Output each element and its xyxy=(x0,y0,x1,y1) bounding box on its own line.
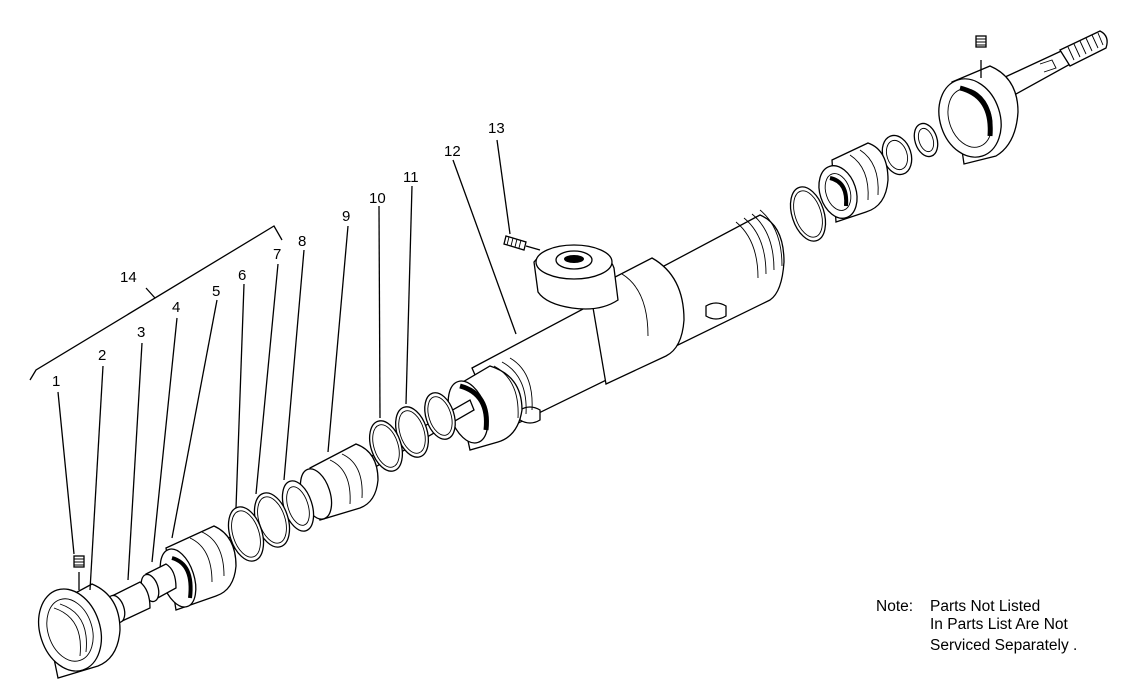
note-prefix: Note: xyxy=(876,598,913,615)
callout-6: 6 xyxy=(238,267,246,284)
leader-lines xyxy=(29,139,517,591)
rack-seals xyxy=(227,392,456,562)
callout-5: 5 xyxy=(212,283,220,300)
callout-14: 14 xyxy=(120,269,137,286)
callout-8: 8 xyxy=(298,233,306,250)
left-end-cap xyxy=(38,555,121,679)
note-line-1: Parts Not Listed xyxy=(930,598,1040,615)
note-line-3: Serviced Separately . xyxy=(930,637,1077,654)
callout-11: 11 xyxy=(403,169,419,186)
pinion-screw xyxy=(503,235,541,251)
callout-3: 3 xyxy=(137,324,145,341)
note: Note: Parts Not Listed In Parts List Are… xyxy=(876,598,1077,654)
callout-9: 9 xyxy=(342,208,350,225)
note-line-2: In Parts List Are Not xyxy=(930,616,1069,633)
callout-10: 10 xyxy=(369,190,386,207)
callout-labels: 1 2 3 4 5 6 7 8 9 10 11 12 13 14 xyxy=(52,120,505,390)
output-shaft xyxy=(1001,30,1108,95)
right-end-cap xyxy=(938,35,1019,165)
callout-1: 1 xyxy=(52,373,60,390)
callout-12: 12 xyxy=(444,143,461,160)
callout-2: 2 xyxy=(98,347,106,364)
right-seals xyxy=(789,122,939,242)
inner-tie-rod-housing xyxy=(106,525,237,624)
rack-housing xyxy=(447,209,785,451)
callout-13: 13 xyxy=(488,120,505,137)
callout-7: 7 xyxy=(273,246,281,263)
callout-4: 4 xyxy=(172,299,180,316)
